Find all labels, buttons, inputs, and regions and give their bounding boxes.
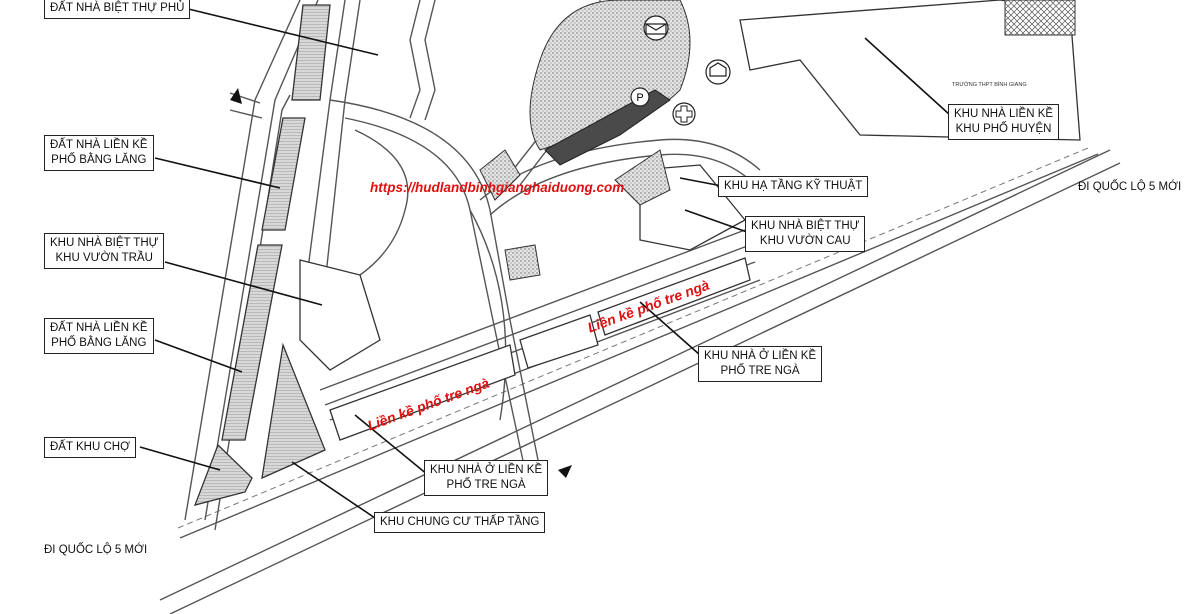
plot-northeast	[1004, 0, 1076, 36]
label-chung-cu: KHU CHUNG CƯ THẤP TẦNG	[374, 512, 546, 533]
block-tre-nga-east	[597, 257, 751, 336]
direction-right: ĐI QUỐC LỘ 5 MỚI	[1078, 181, 1182, 193]
plot-bang-lang-top	[291, 4, 331, 101]
block-vuon-trau	[299, 259, 381, 371]
plot-green-2	[504, 244, 541, 281]
medical-icon	[672, 102, 696, 126]
parking-icon: P	[630, 87, 650, 107]
watermark-url: https://hudlandbinhgianghaiduong.com	[370, 180, 625, 195]
label-khu-cho: ĐẤT KHU CHỢ	[44, 437, 136, 458]
plot-green-1	[479, 149, 521, 201]
building-icon	[705, 59, 731, 85]
mail-icon	[643, 15, 669, 41]
north-arrow-left	[230, 88, 242, 104]
highway-qlo5	[159, 147, 1121, 614]
block-tre-nga-mid	[519, 314, 599, 369]
svg-text:P: P	[636, 92, 643, 104]
label-ha-tang: KHU HẠ TẦNG KỸ THUẬT	[718, 176, 869, 197]
leader-lines	[139, 4, 951, 521]
parking-strip	[544, 89, 671, 166]
plot-bang-lang-upper	[261, 117, 306, 231]
plot-bang-lang-lower	[221, 244, 283, 441]
south-arrow	[558, 465, 572, 478]
plot-ha-tang	[614, 149, 671, 206]
plot-chung-cu	[261, 342, 326, 480]
label-biet-thu-phu: ĐẤT NHÀ BIỆT THỰ PHỦ	[44, 0, 191, 19]
plot-cho	[193, 443, 253, 506]
block-tre-nga-west	[329, 344, 516, 441]
school-label: TRƯỜNG THPT BÌNH GIANG	[952, 82, 1027, 88]
direction-left: ĐI QUỐC LỘ 5 MỚI	[44, 544, 148, 556]
